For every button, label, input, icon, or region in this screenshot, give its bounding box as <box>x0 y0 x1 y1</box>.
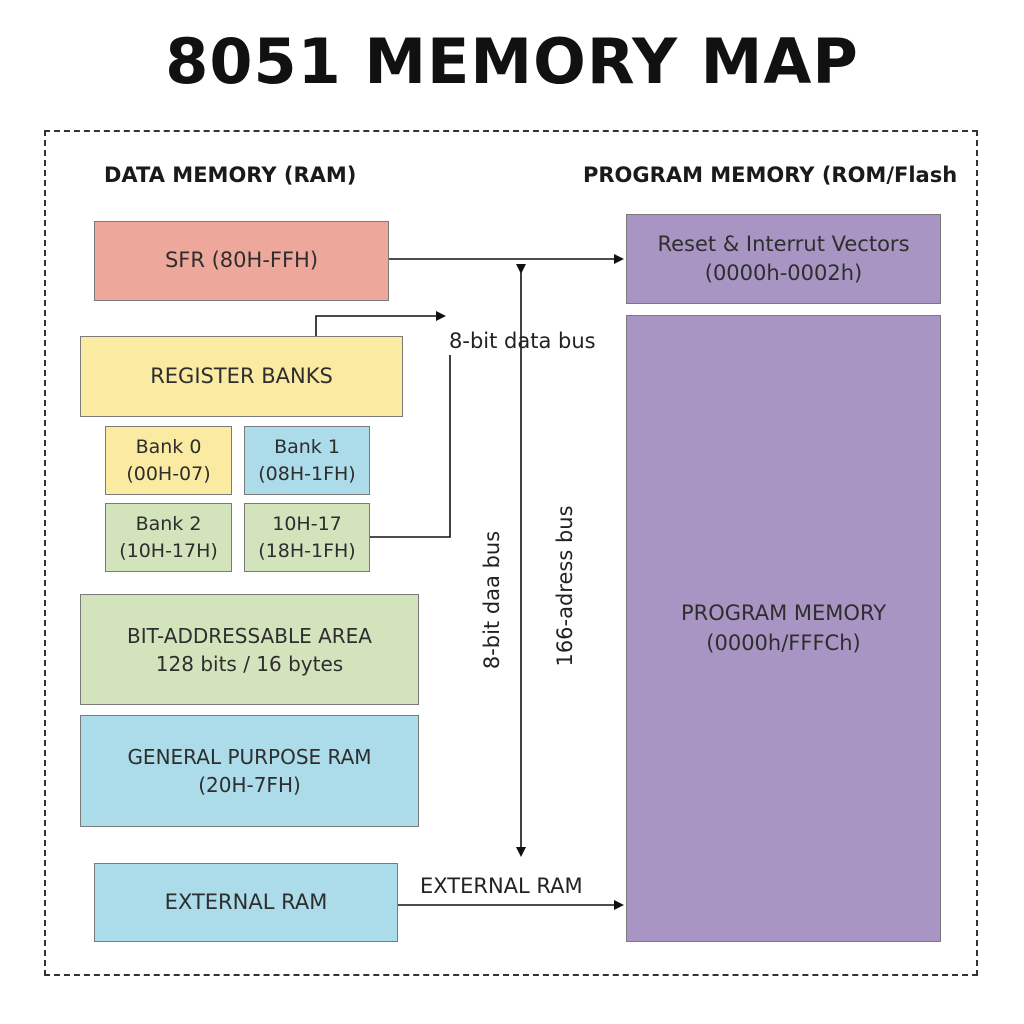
reset-vectors-title: Reset & Interrut Vectors <box>657 231 910 256</box>
bank-0-range: (00H-07) <box>126 462 211 485</box>
sfr-block: SFR (80H-FFH) <box>94 221 389 301</box>
general-purpose-ram-block: GENERAL PURPOSE RAM (20H-7FH) <box>80 715 419 827</box>
general-purpose-range: (20H-7FH) <box>198 773 301 797</box>
bank-0-name: Bank 0 <box>135 435 202 458</box>
program-memory-range: (0000h/FFFCh) <box>706 630 861 655</box>
bank-1-name: Bank 1 <box>274 435 340 458</box>
general-purpose-title: GENERAL PURPOSE RAM <box>127 745 372 769</box>
memory-map-frame <box>44 130 978 976</box>
bit-addressable-size: 128 bits / 16 bytes <box>155 651 344 676</box>
bit-addressable-title: BIT-ADDRESSABLE AREA <box>127 623 372 648</box>
external-ram-bus-label: EXTERNAL RAM <box>420 874 583 898</box>
bank-3-name: 10H-17 <box>272 512 342 535</box>
bank-3-range: (18H-1FH) <box>258 539 356 562</box>
page-title: 8051 MEMORY MAP <box>165 25 859 98</box>
sfr-label: SFR (80H-FFH) <box>164 248 319 273</box>
program-memory-heading: PROGRAM MEMORY (ROM/Flash <box>583 163 958 187</box>
data-bus-label: 8-bit data bus <box>449 329 596 353</box>
bank-3-block: 10H-17 (18H-1FH) <box>244 503 370 572</box>
external-ram-block: EXTERNAL RAM <box>94 863 398 942</box>
bank-2-range: (10H-17H) <box>119 539 218 562</box>
data-memory-heading: DATA MEMORY (RAM) <box>104 163 357 187</box>
register-banks-label: REGISTER BANKS <box>150 363 333 388</box>
bank-0-block: Bank 0 (00H-07) <box>105 426 232 495</box>
bank-2-name: Bank 2 <box>135 512 202 535</box>
bank-1-block: Bank 1 (08H-1FH) <box>244 426 370 495</box>
bank-2-block: Bank 2 (10H-17H) <box>105 503 232 572</box>
vertical-address-bus-label: 166-adress bus <box>553 505 577 667</box>
register-banks-block: REGISTER BANKS <box>80 336 403 417</box>
reset-vectors-block: Reset & Interrut Vectors (0000h-0002h) <box>626 214 941 304</box>
program-memory-block: PROGRAM MEMORY (0000h/FFFCh) <box>626 315 941 942</box>
program-memory-title: PROGRAM MEMORY <box>680 601 887 626</box>
vertical-data-bus-label: 8-bit daa bus <box>480 530 504 670</box>
bank-1-range: (08H-1FH) <box>258 462 356 485</box>
register-to-data-bus-arrow <box>315 311 446 336</box>
reset-vectors-range: (0000h-0002h) <box>704 261 863 285</box>
bit-addressable-block: BIT-ADDRESSABLE AREA 128 bits / 16 bytes <box>80 594 419 705</box>
bank-to-data-bus-line <box>370 355 451 538</box>
external-ram-label: EXTERNAL RAM <box>164 889 328 914</box>
